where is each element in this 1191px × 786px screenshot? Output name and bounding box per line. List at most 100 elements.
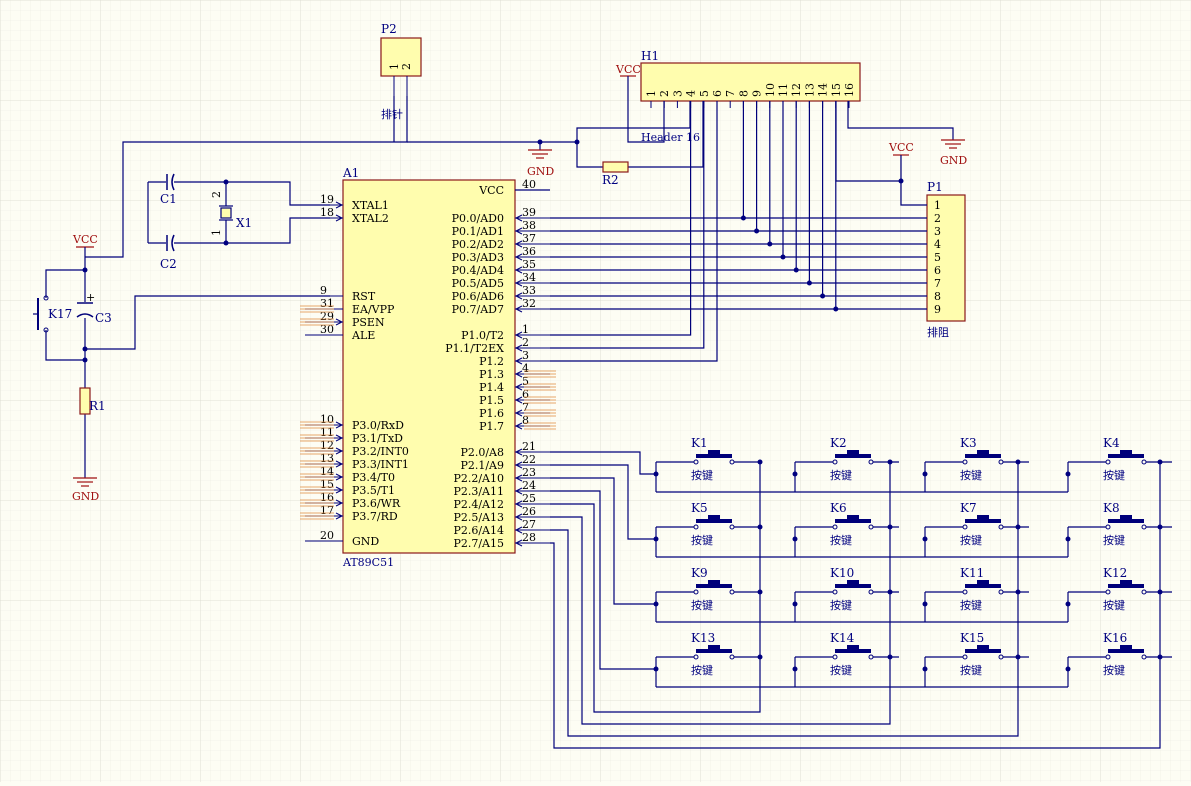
key-switch[interactable]: K9 按键	[691, 566, 735, 612]
mcu-pin-num-left: 16	[320, 491, 334, 504]
mcu-pin-num-right: 39	[522, 206, 536, 219]
h1-pin-num: 10	[764, 83, 777, 97]
mcu-pin-name-left: P3.3/INT1	[352, 458, 409, 471]
key-matrix: K1按键K2按键K3按键K4按键K5按键K6按键K7按键K8按键K9按键K10按…	[550, 436, 1172, 749]
key-switch[interactable]: K4 按键	[1103, 436, 1147, 482]
mcu-pin-num-left: 10	[320, 413, 334, 426]
x1-label: X1	[236, 216, 252, 230]
p2-pin-2: 2	[400, 63, 413, 70]
mcu-pin-num-right: 25	[522, 492, 536, 505]
mcu-pin-num-right: 4	[522, 362, 529, 375]
key-label: K9	[691, 566, 708, 580]
h1-pin-num: 6	[711, 90, 724, 97]
key-comment: 按键	[1103, 468, 1125, 482]
key-comment: 按键	[830, 468, 852, 482]
key-switch[interactable]: K2 按键	[830, 436, 874, 482]
mcu-pin-num-left: 19	[320, 193, 334, 206]
mcu-pin-name-right: P2.3/A11	[453, 485, 504, 498]
mcu-pin-name-right: P1.2	[479, 355, 504, 368]
crystal-circuit: C1 C2 X1 2 1	[147, 173, 330, 271]
h1-comment: Header 16	[641, 131, 700, 144]
mcu-pin-num-right: 34	[522, 271, 536, 284]
mcu-pin-name-left: P3.4/T0	[352, 471, 395, 484]
mcu-pin-num-left: 29	[320, 310, 334, 323]
key-comment: 按键	[691, 533, 713, 547]
gnd-reset-label: GND	[72, 490, 99, 503]
key-comment: 按键	[830, 663, 852, 677]
mcu-pin-name-right: P0.3/AD3	[452, 251, 504, 264]
mcu-pin-num-left: 30	[320, 323, 334, 336]
mcu-pin-name-left: P3.0/RxD	[352, 419, 404, 432]
key-label: K4	[1103, 436, 1120, 450]
mcu-pin-name-right: P1.7	[479, 420, 504, 433]
key-switch[interactable]: K1 按键	[691, 436, 735, 482]
key-label: K8	[1103, 501, 1120, 515]
mcu-pin-name-right: P1.3	[479, 368, 504, 381]
mcu-pin-num-right: 32	[522, 297, 536, 310]
h1-pin-num: 7	[724, 90, 737, 97]
h1-pin-num: 15	[830, 83, 843, 97]
mcu-pin-name-left: RST	[352, 290, 376, 303]
key-comment: 按键	[691, 468, 713, 482]
mcu-pin-num-right: 38	[522, 219, 536, 232]
mcu-pin-num-right: 7	[522, 401, 529, 414]
h1-designator: H1	[641, 49, 659, 63]
connector-p2[interactable]: P2 1 2 排针	[380, 22, 422, 121]
mcu-pin-num-right: 28	[522, 531, 536, 544]
key-comment: 按键	[691, 598, 713, 612]
mcu-pin-num-right: 5	[522, 375, 529, 388]
mcu-pin-num-right: 36	[522, 245, 536, 258]
mcu-pin-name-right: P1.5	[479, 394, 504, 407]
mcu-pin-name-right: P2.0/A8	[460, 446, 504, 459]
mcu-pin-name-right: P2.4/A12	[453, 498, 504, 511]
mcu-pin-name-left: P3.1/TxD	[352, 432, 403, 445]
mcu-pin-name-right: P0.1/AD1	[452, 225, 504, 238]
h1-pin-num: 9	[751, 90, 764, 97]
mcu-pin-num-right: 37	[522, 232, 536, 245]
mcu-pin-num-left: 12	[320, 439, 334, 452]
mcu-designator: A1	[342, 166, 359, 180]
x1-pin2: 2	[210, 191, 223, 198]
key-comment: 按键	[1103, 598, 1125, 612]
gnd-h1-label: GND	[940, 154, 967, 167]
mcu-pin-name-right: P0.2/AD2	[452, 238, 504, 251]
key-comment: 按键	[960, 533, 982, 547]
mcu-pin-num-left: 14	[320, 465, 334, 478]
key-comment: 按键	[830, 533, 852, 547]
c3-label: C3	[95, 311, 112, 325]
vcc-reset-label: VCC	[72, 233, 98, 246]
h1-pin-num: 5	[698, 90, 711, 97]
p1-pin-num: 2	[934, 212, 941, 225]
key-comment: 按键	[691, 663, 713, 677]
mcu-pin-num-right: 40	[522, 178, 536, 191]
key-label: K2	[830, 436, 847, 450]
mcu-part-name: AT89C51	[342, 556, 394, 569]
mcu-pin-num-left: 18	[320, 206, 334, 219]
key-label: K1	[691, 436, 708, 450]
mcu-pin-name-left: PSEN	[352, 316, 385, 329]
mcu-pin-name-right: P0.6/AD6	[452, 290, 504, 303]
key-label: K16	[1103, 631, 1127, 645]
mcu-pin-num-left: 20	[320, 529, 334, 542]
h1-pin-num: 14	[817, 83, 830, 97]
h1-pin-num: 8	[737, 90, 750, 97]
c1-label: C1	[160, 192, 177, 206]
